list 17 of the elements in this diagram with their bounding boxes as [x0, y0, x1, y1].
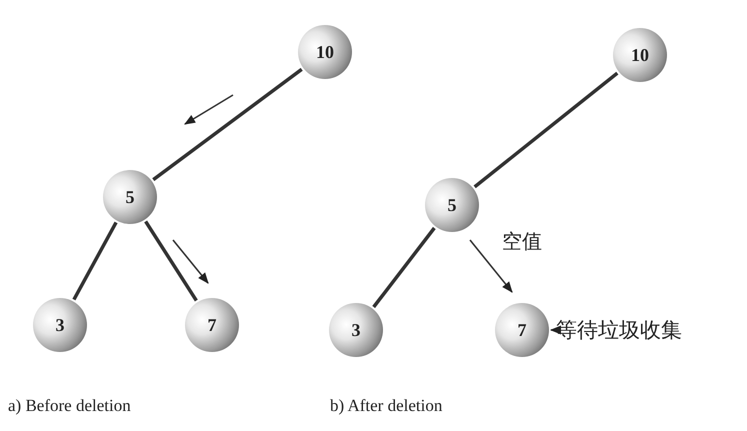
tree-link	[72, 222, 118, 300]
caption: b) After deletion	[330, 396, 442, 416]
tree-node: 10	[613, 28, 667, 82]
arrow	[550, 326, 562, 334]
tree-node: 3	[329, 303, 383, 357]
tree-link	[152, 68, 303, 182]
tree-node: 5	[103, 170, 157, 224]
tree-node: 7	[495, 303, 549, 357]
tree-link	[372, 226, 436, 308]
tree-node: 3	[33, 298, 87, 352]
tree-link	[144, 220, 198, 302]
arrow	[469, 240, 513, 293]
tree-link	[474, 72, 618, 188]
tree-node: 7	[185, 298, 239, 352]
caption: a) Before deletion	[8, 396, 131, 416]
tree-node: 5	[425, 178, 479, 232]
tree-node: 10	[298, 25, 352, 79]
